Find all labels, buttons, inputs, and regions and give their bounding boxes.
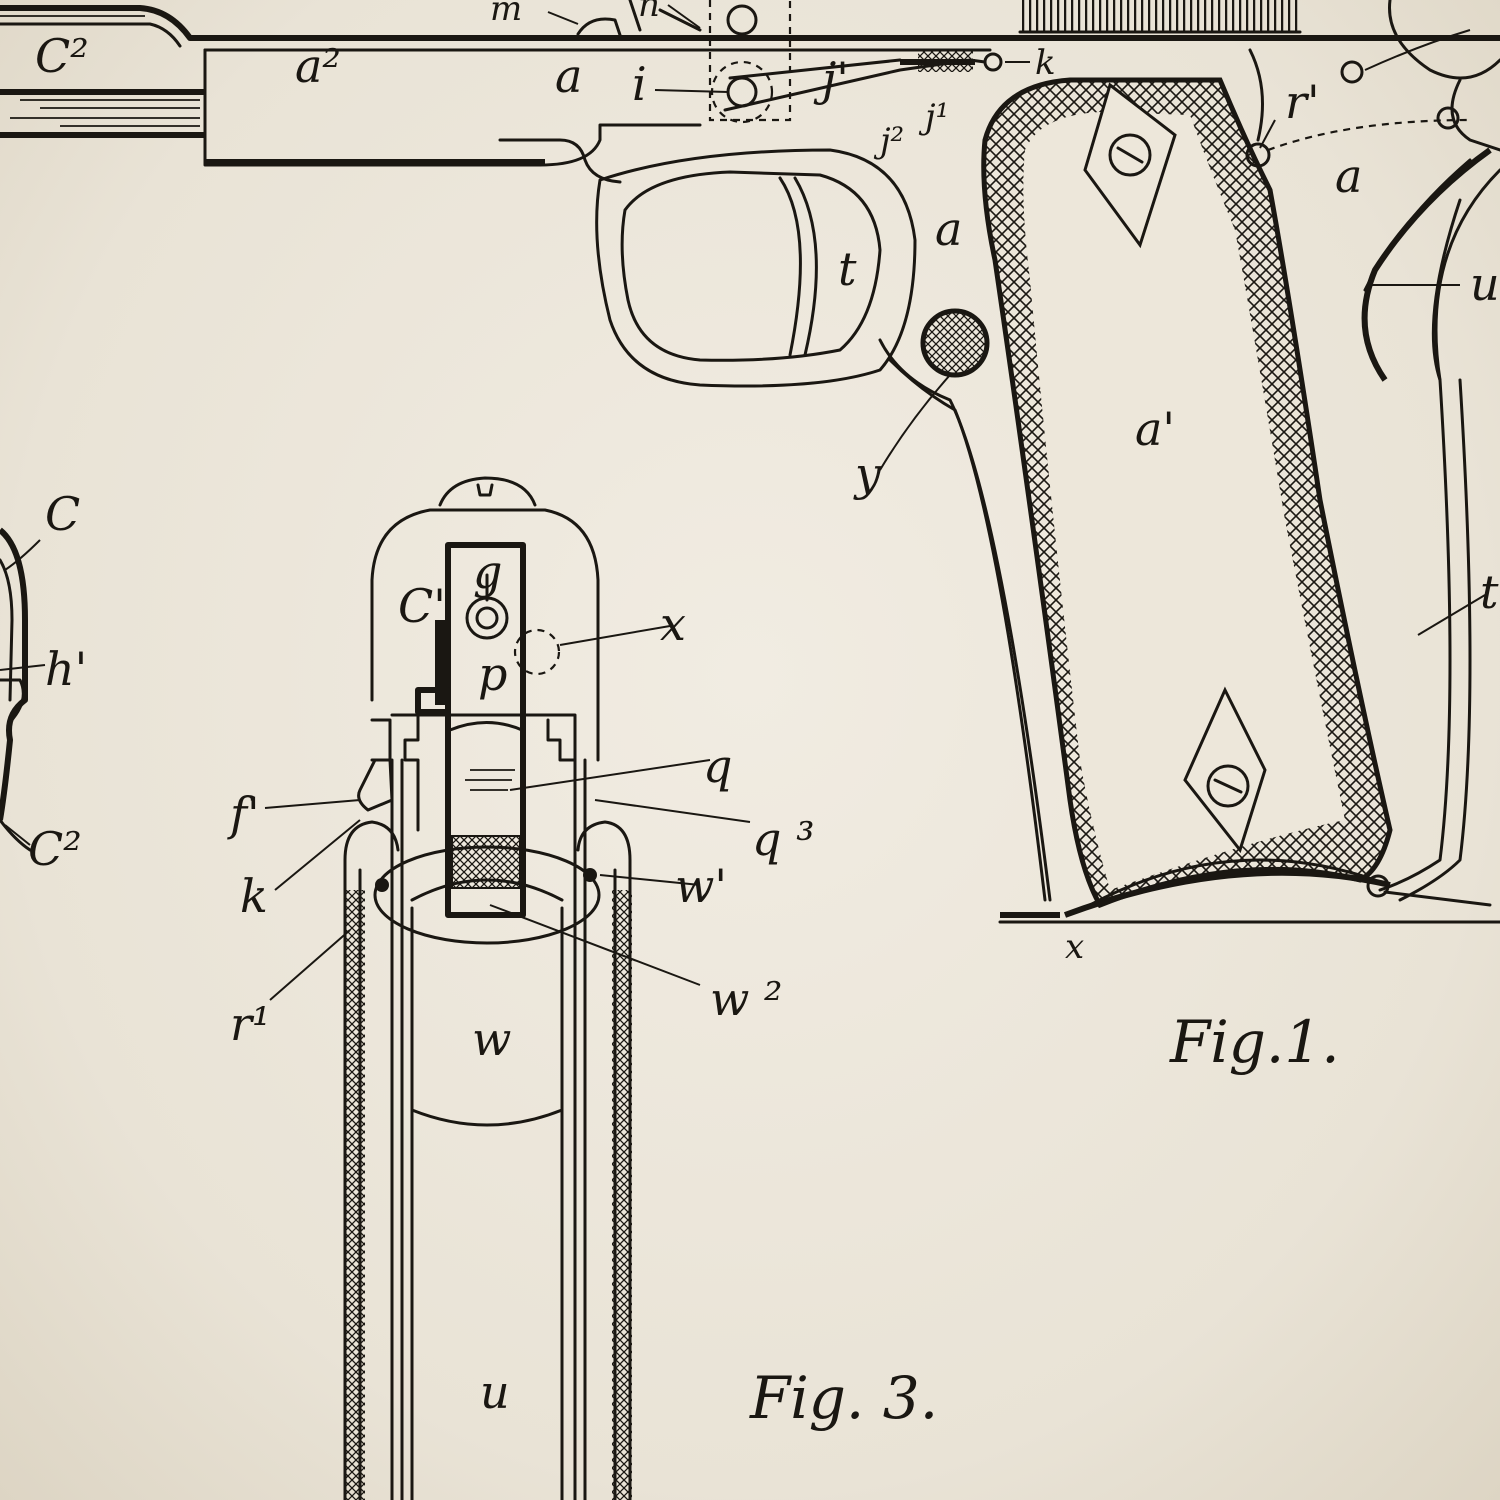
label-x: x bbox=[1065, 927, 1084, 967]
left-partial-drawing bbox=[0, 527, 32, 852]
label-y: y bbox=[853, 447, 882, 501]
label-a-mid: a bbox=[935, 202, 962, 256]
label-q3: q ³ bbox=[752, 812, 815, 866]
label-j-prime: j' bbox=[813, 52, 849, 106]
fig1-pistol-drawing bbox=[0, 0, 1500, 924]
label-c1: C' bbox=[398, 579, 446, 633]
label-w1: w' bbox=[675, 859, 727, 913]
label-i: i bbox=[632, 57, 647, 111]
label-a-right: a bbox=[1335, 149, 1362, 203]
label-r1: r¹ bbox=[230, 997, 270, 1051]
label-n: n bbox=[638, 0, 660, 25]
figure-caption-fig3: Fig. 3. bbox=[749, 1364, 938, 1432]
figure-caption-fig1: Fig.1. bbox=[1169, 1008, 1340, 1076]
label-q: q bbox=[703, 739, 732, 793]
leader-lines bbox=[0, 4, 1486, 1001]
label-a-top: a bbox=[555, 49, 582, 103]
part-labels: C² a² m n a i j' k j¹ j² r' a a t y a' x… bbox=[28, 0, 1500, 1419]
label-k-fig3: k bbox=[240, 869, 268, 923]
label-r-prime: r' bbox=[1285, 75, 1320, 129]
label-c-left: C bbox=[45, 487, 80, 541]
label-p: p bbox=[478, 647, 507, 701]
label-m: m bbox=[490, 0, 522, 29]
label-k-top: k bbox=[1035, 43, 1056, 83]
label-t-guard: t bbox=[838, 242, 857, 296]
label-w: w bbox=[472, 1012, 511, 1066]
label-g: g bbox=[473, 545, 502, 599]
label-a-grip: a' bbox=[1135, 402, 1175, 456]
label-h1: h' bbox=[45, 642, 87, 696]
label-j2: j² bbox=[873, 121, 904, 161]
label-c2-top: C² bbox=[35, 29, 89, 83]
fig3-breech-drawing bbox=[343, 476, 632, 1500]
label-u: u bbox=[480, 1365, 510, 1419]
label-t-right: t bbox=[1480, 565, 1499, 619]
magazine-release-button bbox=[920, 308, 990, 378]
label-w2: w ² bbox=[710, 972, 782, 1026]
label-f1: f' bbox=[227, 787, 260, 841]
rear-sight-serrations bbox=[1020, 0, 1300, 32]
label-a2: a² bbox=[295, 39, 341, 93]
label-u-right: u bbox=[1470, 257, 1500, 311]
label-x-fig3: x bbox=[660, 597, 686, 651]
label-j1: j¹ bbox=[918, 97, 949, 137]
label-c2-left: C² bbox=[28, 822, 82, 876]
